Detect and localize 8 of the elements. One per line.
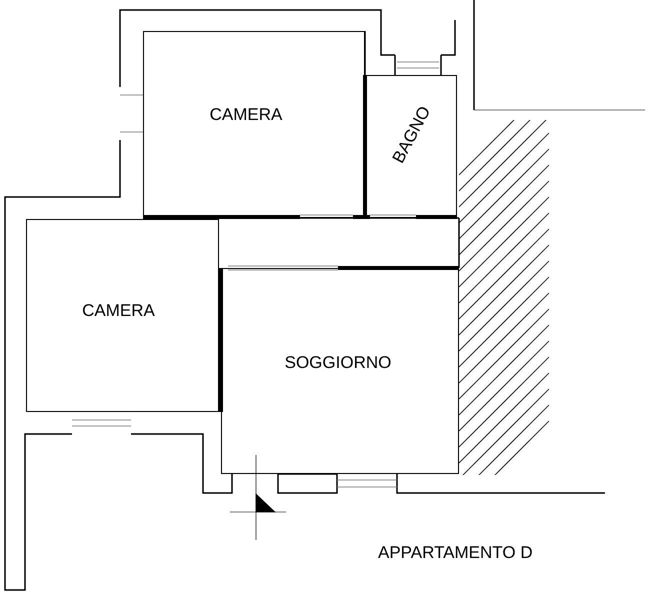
- room-outline: [26, 219, 219, 412]
- room-label: CAMERA: [82, 300, 155, 322]
- room-label: SOGGIORNO: [284, 352, 392, 374]
- room-outline: [366, 75, 457, 218]
- plan-title: APPARTAMENTO D: [378, 542, 533, 564]
- room-outline: [221, 268, 459, 474]
- room-label: CAMERA: [210, 104, 282, 126]
- room-outline: [143, 31, 365, 218]
